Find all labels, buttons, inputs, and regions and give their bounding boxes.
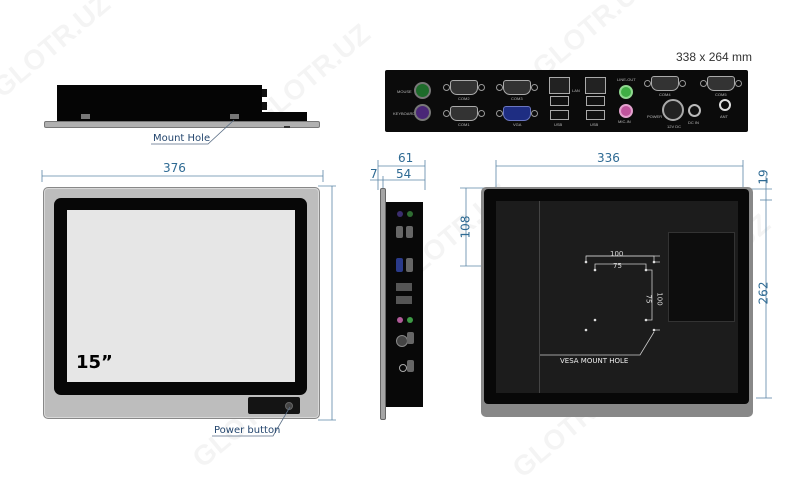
connector-stub — [262, 102, 267, 110]
usb-port — [550, 96, 569, 106]
vesa-inner-height-label: 75 — [644, 294, 653, 304]
back-top-offset-label: 19 — [756, 169, 771, 185]
vesa-outer-height-label: 100 — [655, 292, 664, 306]
vesa-pattern — [540, 255, 660, 356]
bezel-plate — [44, 121, 320, 128]
side-ps2-mouse — [407, 211, 413, 217]
display-screen — [67, 210, 295, 382]
power-button[interactable] — [285, 402, 293, 410]
mount-hole-marker — [230, 114, 239, 119]
port-label: LAN — [572, 88, 580, 93]
side-com-port — [396, 226, 403, 238]
front-width-label: 376 — [163, 161, 186, 175]
back-vesa-offset-label: 108 — [458, 215, 473, 239]
port-label: USB — [590, 122, 599, 127]
io-cover-plate — [668, 232, 735, 322]
port-label: KEYBOARD — [393, 111, 416, 116]
lan-port-2 — [585, 77, 606, 94]
dc-in-jack — [688, 104, 701, 117]
mic-in-jack — [619, 104, 633, 118]
side-vga-port — [396, 258, 403, 272]
port-label: USB — [554, 122, 563, 127]
side-usb-lan — [396, 296, 412, 304]
side-antenna — [399, 364, 407, 372]
side-line-out-jack — [407, 317, 413, 323]
enclosure-body — [57, 85, 262, 121]
port-label: COM2 — [458, 96, 470, 101]
com5-port — [700, 76, 742, 91]
port-label: ANT — [720, 114, 728, 119]
mount-hole-marker — [81, 114, 90, 119]
side-bezel-depth-label: 7 — [370, 167, 378, 181]
power-button-nub — [284, 126, 290, 128]
vesa-mount-hole-callout: VESA MOUNT HOLE — [560, 357, 629, 365]
port-label: COM1 — [458, 122, 470, 127]
com1-port — [443, 106, 485, 121]
side-usb-lan — [396, 283, 412, 291]
line-out-jack — [619, 85, 633, 99]
port-label: LINE-OUT — [617, 77, 636, 82]
port-label: COM4 — [659, 92, 671, 97]
port-label: VGA — [513, 122, 522, 127]
lan-port-1 — [549, 77, 570, 94]
power-button-callout: Power button — [214, 425, 281, 436]
side-depth-dimension-lines — [370, 160, 426, 190]
front-height-dimension-line — [318, 185, 336, 421]
com4-port — [644, 76, 686, 91]
port-label: POWER — [647, 114, 663, 119]
screen-size-label: 15” — [76, 352, 113, 373]
connector-stub — [262, 89, 267, 97]
side-ps2-keyboard — [397, 211, 403, 217]
port-label: DC IN — [688, 120, 699, 125]
mount-hole-callout: Mount Hole — [153, 133, 211, 144]
back-height-label: 262 — [756, 281, 771, 305]
side-enclosure — [386, 202, 423, 407]
keyboard-ps2-port — [414, 104, 431, 121]
vesa-outer-width-label: 100 — [610, 250, 624, 258]
back-width-label: 336 — [597, 151, 620, 165]
antenna-port — [719, 99, 731, 111]
power-din-connector — [662, 99, 684, 121]
usb-port — [550, 110, 569, 120]
side-body-depth-label: 54 — [396, 167, 412, 181]
side-bezel — [380, 188, 386, 420]
mouse-ps2-port — [414, 82, 431, 99]
com3-port — [496, 80, 538, 95]
com2-port — [443, 80, 485, 95]
side-com-port — [406, 258, 413, 272]
port-label: COM3 — [511, 96, 523, 101]
port-label: COM5 — [715, 92, 727, 97]
power-button-leader-line — [212, 406, 291, 437]
enclosure-step — [262, 112, 307, 122]
vga-port — [496, 106, 538, 121]
usb-port — [586, 96, 605, 106]
mount-hole-leader-line — [151, 119, 235, 145]
back-seam — [539, 201, 540, 393]
usb-port — [586, 110, 605, 120]
side-com-port — [406, 226, 413, 238]
vesa-inner-width-label: 75 — [613, 262, 622, 270]
side-mic-jack — [397, 317, 403, 323]
port-label: 12V DC — [667, 124, 682, 129]
side-com-port — [407, 360, 414, 372]
port-label: MOUSE — [397, 89, 412, 94]
side-com-port — [407, 332, 414, 344]
side-total-depth-label: 61 — [398, 151, 414, 165]
port-label: MIC-IN — [618, 119, 631, 124]
overall-size-label: 338 x 264 mm — [676, 50, 753, 64]
front-width-dimension-line — [41, 170, 324, 182]
